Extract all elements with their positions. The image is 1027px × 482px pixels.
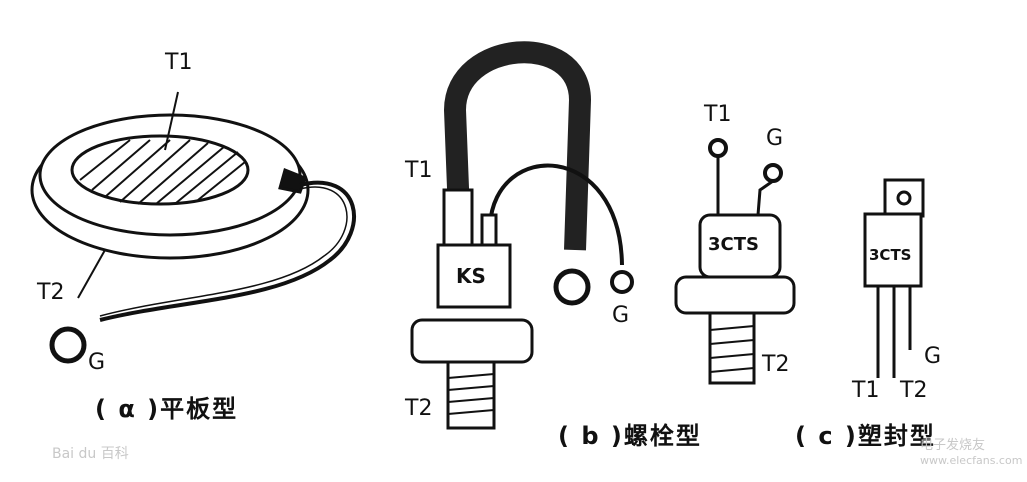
stud-gate-post [480, 213, 498, 247]
elecfans-watermark-text: 电子发烧友 [920, 438, 986, 453]
small-stud-thread [708, 311, 756, 385]
flat-plate-t2-text: T2 [37, 280, 65, 305]
stud-scr [410, 41, 634, 430]
caption-flat-plate-text: ( α )平板型 [95, 395, 239, 423]
baidu-watermark-text: Bai du 百科 [52, 446, 129, 462]
stud-thread-lines [447, 373, 495, 415]
elecfans-watermark: 电子发烧友 www.elecfans.com [920, 438, 1022, 467]
small-stud-body-text: 3CTS [708, 234, 759, 255]
stud-g-label: G [612, 305, 629, 327]
flat-plate-gate-wire-inner [99, 186, 348, 317]
stud-gate-ring [610, 270, 634, 294]
stud-body-text: KS [456, 264, 486, 288]
stud-cable-ring [553, 268, 591, 306]
stud-body [436, 243, 512, 309]
stud-gate-wire [488, 163, 624, 266]
flat-plate-t2-leader [77, 249, 106, 299]
flat-plate-t1-leader [164, 91, 179, 151]
small-stud-t2-text: T2 [762, 352, 790, 377]
plastic-package-body-text: 3CTS [869, 246, 912, 264]
small-stud-t2-label: T2 [762, 354, 789, 376]
small-stud-scr [674, 138, 796, 385]
plastic-package-hole [896, 190, 912, 206]
plastic-package-g-text: G [924, 344, 942, 369]
flat-plate-gate-ring [49, 326, 87, 364]
caption-flat-plate: ( α )平板型 [95, 397, 238, 421]
flat-plate-lead-tab [278, 167, 307, 194]
plastic-package-g-label: G [924, 346, 941, 368]
stud-cable [443, 41, 592, 251]
plastic-package-body [863, 212, 923, 288]
stud-nut [410, 318, 534, 364]
caption-plastic-text: ( c )塑封型 [795, 422, 936, 450]
stud-t1-text: T1 [405, 158, 433, 183]
stud-thread [446, 360, 496, 430]
plastic-package-t2-label: T2 [900, 380, 927, 402]
small-stud-g-text: G [766, 126, 784, 151]
plastic-package-body-label: 3CTS [869, 248, 911, 263]
flat-plate-t2-label: T2 [37, 282, 64, 304]
flat-plate-scr [30, 91, 356, 364]
small-stud-thread-lines [709, 325, 755, 373]
small-stud-body-label: 3CTS [708, 236, 759, 254]
flat-plate-g-label: G [88, 352, 105, 374]
flat-plate-t1-label: T1 [165, 52, 192, 74]
stud-upper-collar [442, 188, 474, 247]
small-stud-g-label: G [766, 128, 783, 150]
plastic-package-tab [883, 178, 925, 218]
plastic-package-t1-text: T1 [852, 378, 880, 403]
stud-t2-label: T2 [405, 398, 432, 420]
flat-plate-gate-wire [99, 180, 356, 322]
small-stud-g-lead [756, 179, 774, 216]
stud-body-label: KS [456, 266, 486, 286]
baidu-watermark: Bai du 百科 [52, 443, 129, 463]
caption-stud-text: ( b )螺栓型 [558, 422, 702, 450]
flat-plate-t1-text: T1 [165, 50, 193, 75]
elecfans-watermark-url: www.elecfans.com [920, 453, 1023, 467]
caption-plastic: ( c )塑封型 [795, 424, 936, 448]
stud-g-text: G [612, 303, 630, 328]
small-stud-t1-text: T1 [704, 102, 732, 127]
stud-t1-label: T1 [405, 160, 432, 182]
small-stud-g-ring [763, 163, 783, 183]
plastic-package-t2-text: T2 [900, 378, 928, 403]
small-stud-nut [674, 275, 796, 315]
small-stud-t1-label: T1 [704, 104, 731, 126]
flat-plate-face [70, 134, 250, 206]
flat-plate-g-text: G [88, 350, 106, 375]
flat-plate-hatching [79, 139, 246, 205]
caption-stud: ( b )螺栓型 [558, 424, 702, 448]
plastic-package-t1-label: T1 [852, 380, 879, 402]
stud-t2-text: T2 [405, 396, 433, 421]
small-stud-t1-ring [708, 138, 728, 158]
plastic-package-scr [863, 178, 925, 378]
